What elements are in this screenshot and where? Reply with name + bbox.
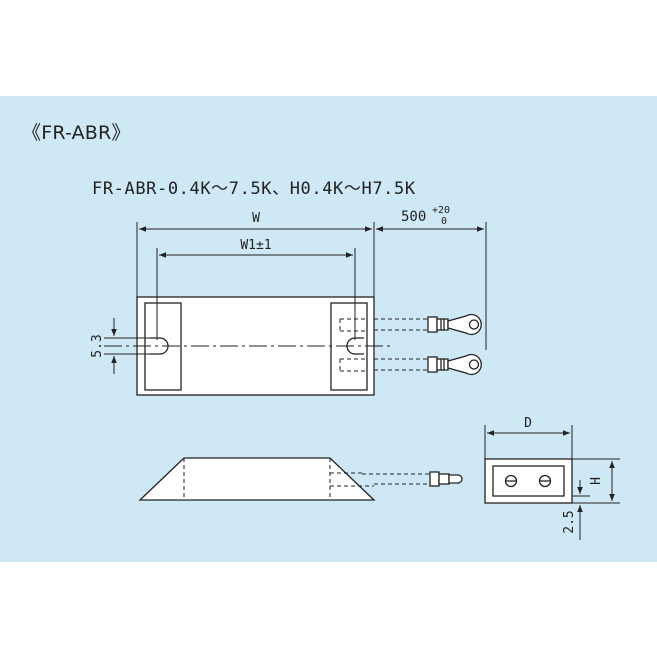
dim-slot [104, 318, 150, 374]
dim-lead-tol-lower: 0 [441, 216, 447, 227]
dim-foot [572, 480, 590, 540]
series-title: 《FR-ABR》 [22, 122, 131, 144]
dim-slot-label: 5.3 [90, 334, 105, 357]
side-view [138, 457, 463, 501]
dim-w [136, 222, 375, 297]
terminal-screw-left [504, 474, 518, 488]
end-view [484, 425, 620, 540]
dim-lead-tol-upper: +20 [432, 205, 450, 216]
dim-h [572, 458, 620, 504]
terminal-screw-right [538, 474, 552, 488]
lead-wire-upper [374, 313, 482, 336]
model-range-label: FR-ABR-0.4K～7.5K、H0.4K～H7.5K [92, 179, 416, 199]
dim-w1-label: W1±1 [240, 238, 271, 253]
top-view [104, 222, 487, 396]
dim-lead-length-label: 500 [401, 209, 426, 225]
dim-w1 [156, 248, 356, 340]
dim-lead-length [376, 222, 487, 350]
dim-foot-label: 2.5 [562, 510, 577, 533]
dim-d [484, 425, 573, 459]
lead-wire-lower [374, 353, 482, 376]
dim-w-label: W [252, 211, 260, 226]
dim-h-label: H [589, 477, 604, 485]
dim-d-label: D [524, 416, 532, 431]
